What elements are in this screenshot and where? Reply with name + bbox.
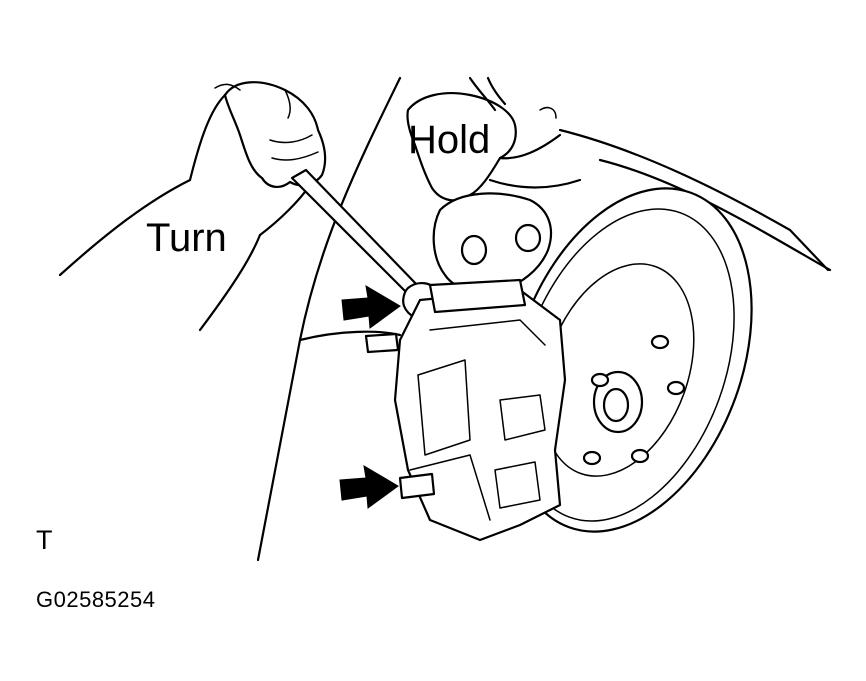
arrow-lower bbox=[339, 465, 399, 509]
caliper-bolts bbox=[364, 332, 436, 500]
lug-studs bbox=[582, 334, 686, 466]
wrench bbox=[290, 168, 442, 321]
steering-knuckle bbox=[432, 192, 552, 293]
figure-code: G02585254 bbox=[36, 587, 156, 612]
right-hand bbox=[406, 76, 582, 202]
view-marker: T bbox=[36, 525, 53, 555]
brake-rotor bbox=[507, 187, 753, 533]
arrow-upper bbox=[341, 285, 401, 329]
wheel-well-outline bbox=[256, 76, 832, 562]
brake-caliper bbox=[364, 278, 567, 542]
turn-label: Turn bbox=[146, 216, 227, 260]
hold-label: Hold bbox=[408, 118, 491, 162]
